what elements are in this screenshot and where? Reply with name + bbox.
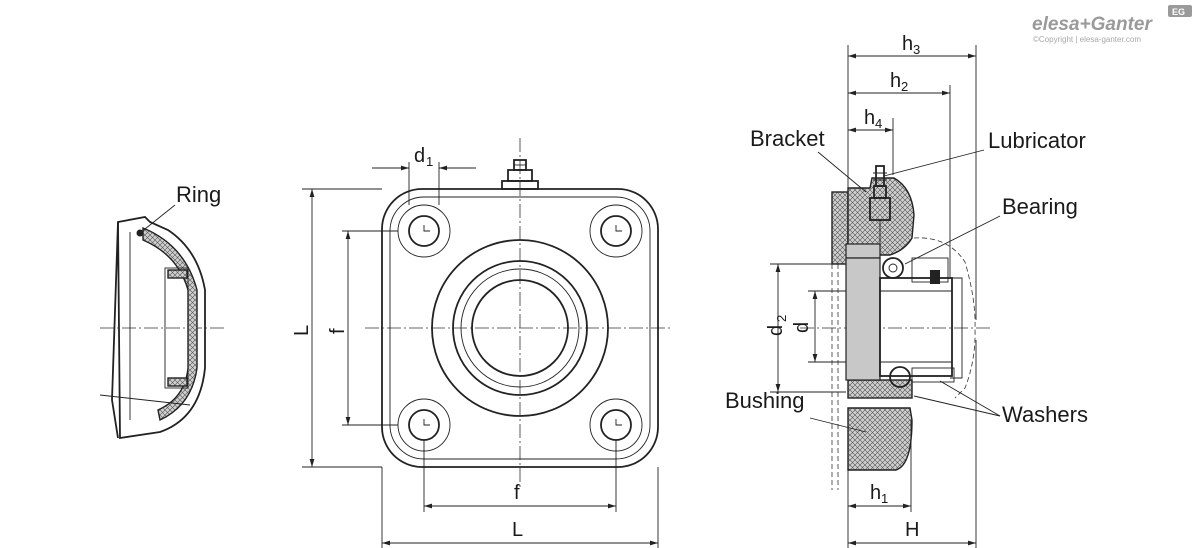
bearing-leader bbox=[904, 215, 1001, 265]
h3-label-sub: 3 bbox=[913, 42, 920, 57]
bushing-label: Bushing bbox=[725, 388, 805, 413]
washers-leader-1 bbox=[913, 395, 1001, 417]
lubricator-label: Lubricator bbox=[988, 128, 1086, 153]
hub-ring-inner bbox=[460, 268, 580, 388]
h3-label: h bbox=[902, 33, 913, 55]
bearing-ball-top bbox=[882, 257, 904, 279]
d2-label: d bbox=[765, 325, 787, 336]
ring-cut-line bbox=[99, 394, 191, 406]
ring-sleeve-top bbox=[167, 269, 188, 279]
bolt-hole bbox=[600, 215, 632, 247]
bracket-label: Bracket bbox=[750, 126, 825, 151]
bracket-lower-lip bbox=[847, 379, 913, 399]
brand-logo: elesa+Ganter EG ©Copyright | elesa-gante… bbox=[1032, 5, 1192, 44]
d1-label: d bbox=[414, 145, 425, 167]
h4-label-sub: 4 bbox=[875, 116, 882, 131]
brand-copyright: ©Copyright | elesa-ganter.com bbox=[1033, 35, 1141, 44]
washers-leader-2 bbox=[939, 380, 1001, 417]
bushing-collar bbox=[845, 257, 881, 381]
bearing-label: Bearing bbox=[1002, 194, 1078, 219]
flange-front-view: d 1 L f f L bbox=[291, 138, 672, 548]
hub-ring-outer bbox=[452, 260, 588, 396]
bracket-upper-lip bbox=[845, 243, 881, 259]
bracket-leader bbox=[817, 151, 867, 193]
washers-label: Washers bbox=[1002, 402, 1088, 427]
bore-circle bbox=[471, 279, 569, 377]
bracket-lower-body bbox=[847, 407, 913, 471]
bushing-sleeve bbox=[879, 277, 953, 377]
h2-label-sub: 2 bbox=[901, 79, 908, 94]
bolt-hole-marks bbox=[423, 225, 622, 426]
ring-back-edge bbox=[111, 221, 119, 439]
f-vertical-label: f bbox=[327, 328, 349, 334]
d2-label-sub: 2 bbox=[774, 315, 789, 322]
brand-badge-icon bbox=[1168, 5, 1192, 17]
flange-section-view: h 3 h 2 h 4 h 1 H d 2 d Bracke bbox=[725, 33, 1088, 548]
bearing-ball-bottom bbox=[889, 366, 911, 388]
flange-inner-edge bbox=[389, 196, 651, 460]
ring-sleeve-bottom bbox=[167, 377, 188, 387]
d1-label-sub: 1 bbox=[426, 154, 433, 169]
lubricator-leader bbox=[883, 149, 985, 177]
brand-name: elesa+Ganter bbox=[1032, 14, 1153, 35]
bearing-ball-top-inner bbox=[888, 263, 898, 273]
ring-section-view: Ring bbox=[99, 182, 225, 440]
d-label: d bbox=[791, 322, 813, 333]
ring-hatch-shell bbox=[142, 226, 198, 422]
ring-inner-sleeve bbox=[164, 267, 189, 389]
L-vertical-label: L bbox=[291, 325, 313, 336]
lubricator-rings bbox=[873, 172, 887, 181]
f-horizontal-label: f bbox=[514, 482, 520, 504]
lubricator bbox=[869, 165, 891, 250]
bushing-leader bbox=[809, 417, 867, 433]
bracket-upper-body bbox=[847, 177, 915, 256]
ring-leader bbox=[139, 204, 176, 234]
hub-outer-circle bbox=[431, 239, 609, 417]
cover-cap bbox=[950, 277, 963, 379]
washer-top bbox=[930, 270, 940, 284]
bolt-hole-counterbore bbox=[589, 204, 643, 258]
bearing-race-bottom bbox=[911, 367, 955, 383]
brand-badge: EG bbox=[1172, 7, 1185, 17]
h1-label-sub: 1 bbox=[881, 491, 888, 506]
ring-label: Ring bbox=[176, 182, 221, 207]
ring-outline bbox=[117, 216, 206, 440]
h2-label: h bbox=[890, 70, 901, 92]
h4-label: h bbox=[864, 107, 875, 129]
cover-outline bbox=[913, 237, 976, 399]
H-label: H bbox=[905, 519, 919, 541]
h1-label: h bbox=[870, 482, 881, 504]
bolt-hole bbox=[408, 215, 440, 247]
L-horizontal-label: L bbox=[512, 519, 523, 541]
